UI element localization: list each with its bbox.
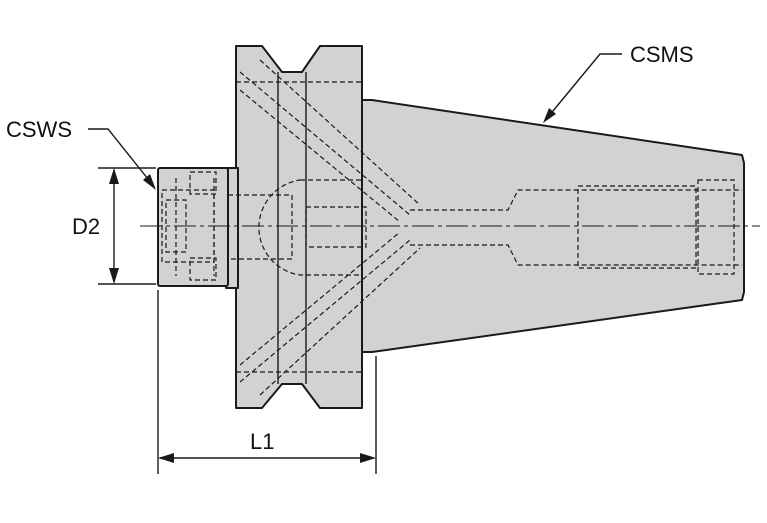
l1-label: L1 (250, 429, 274, 454)
coolant-channel (239, 71, 411, 216)
csms-leader (547, 53, 622, 118)
neck-bore (227, 194, 293, 260)
csms-label: CSMS (630, 42, 694, 67)
drawbar-hole (305, 206, 367, 248)
l1-arrow-left (158, 453, 174, 463)
d2-arrow-bottom (109, 268, 119, 284)
thread-bore (577, 185, 697, 269)
v-flange (235, 45, 363, 409)
d2-label: D2 (72, 214, 100, 239)
through-channel (410, 189, 742, 266)
screw-upper (189, 171, 217, 195)
csws-label: CSWS (6, 117, 72, 142)
coolant-channel (259, 59, 421, 206)
rear-bore (697, 179, 735, 275)
d2-arrow-top (109, 168, 119, 184)
csws-leader-arrow (143, 174, 156, 190)
csws-leader (88, 128, 153, 185)
coolant-channel (259, 247, 421, 396)
coolant-channel (239, 239, 411, 383)
coolant-channel (239, 89, 401, 223)
l1-arrow-right (360, 453, 376, 463)
csms-leader-arrow (543, 108, 556, 123)
coolant-channel (239, 231, 401, 366)
front-nose (157, 167, 229, 287)
screw-lower (189, 257, 217, 281)
